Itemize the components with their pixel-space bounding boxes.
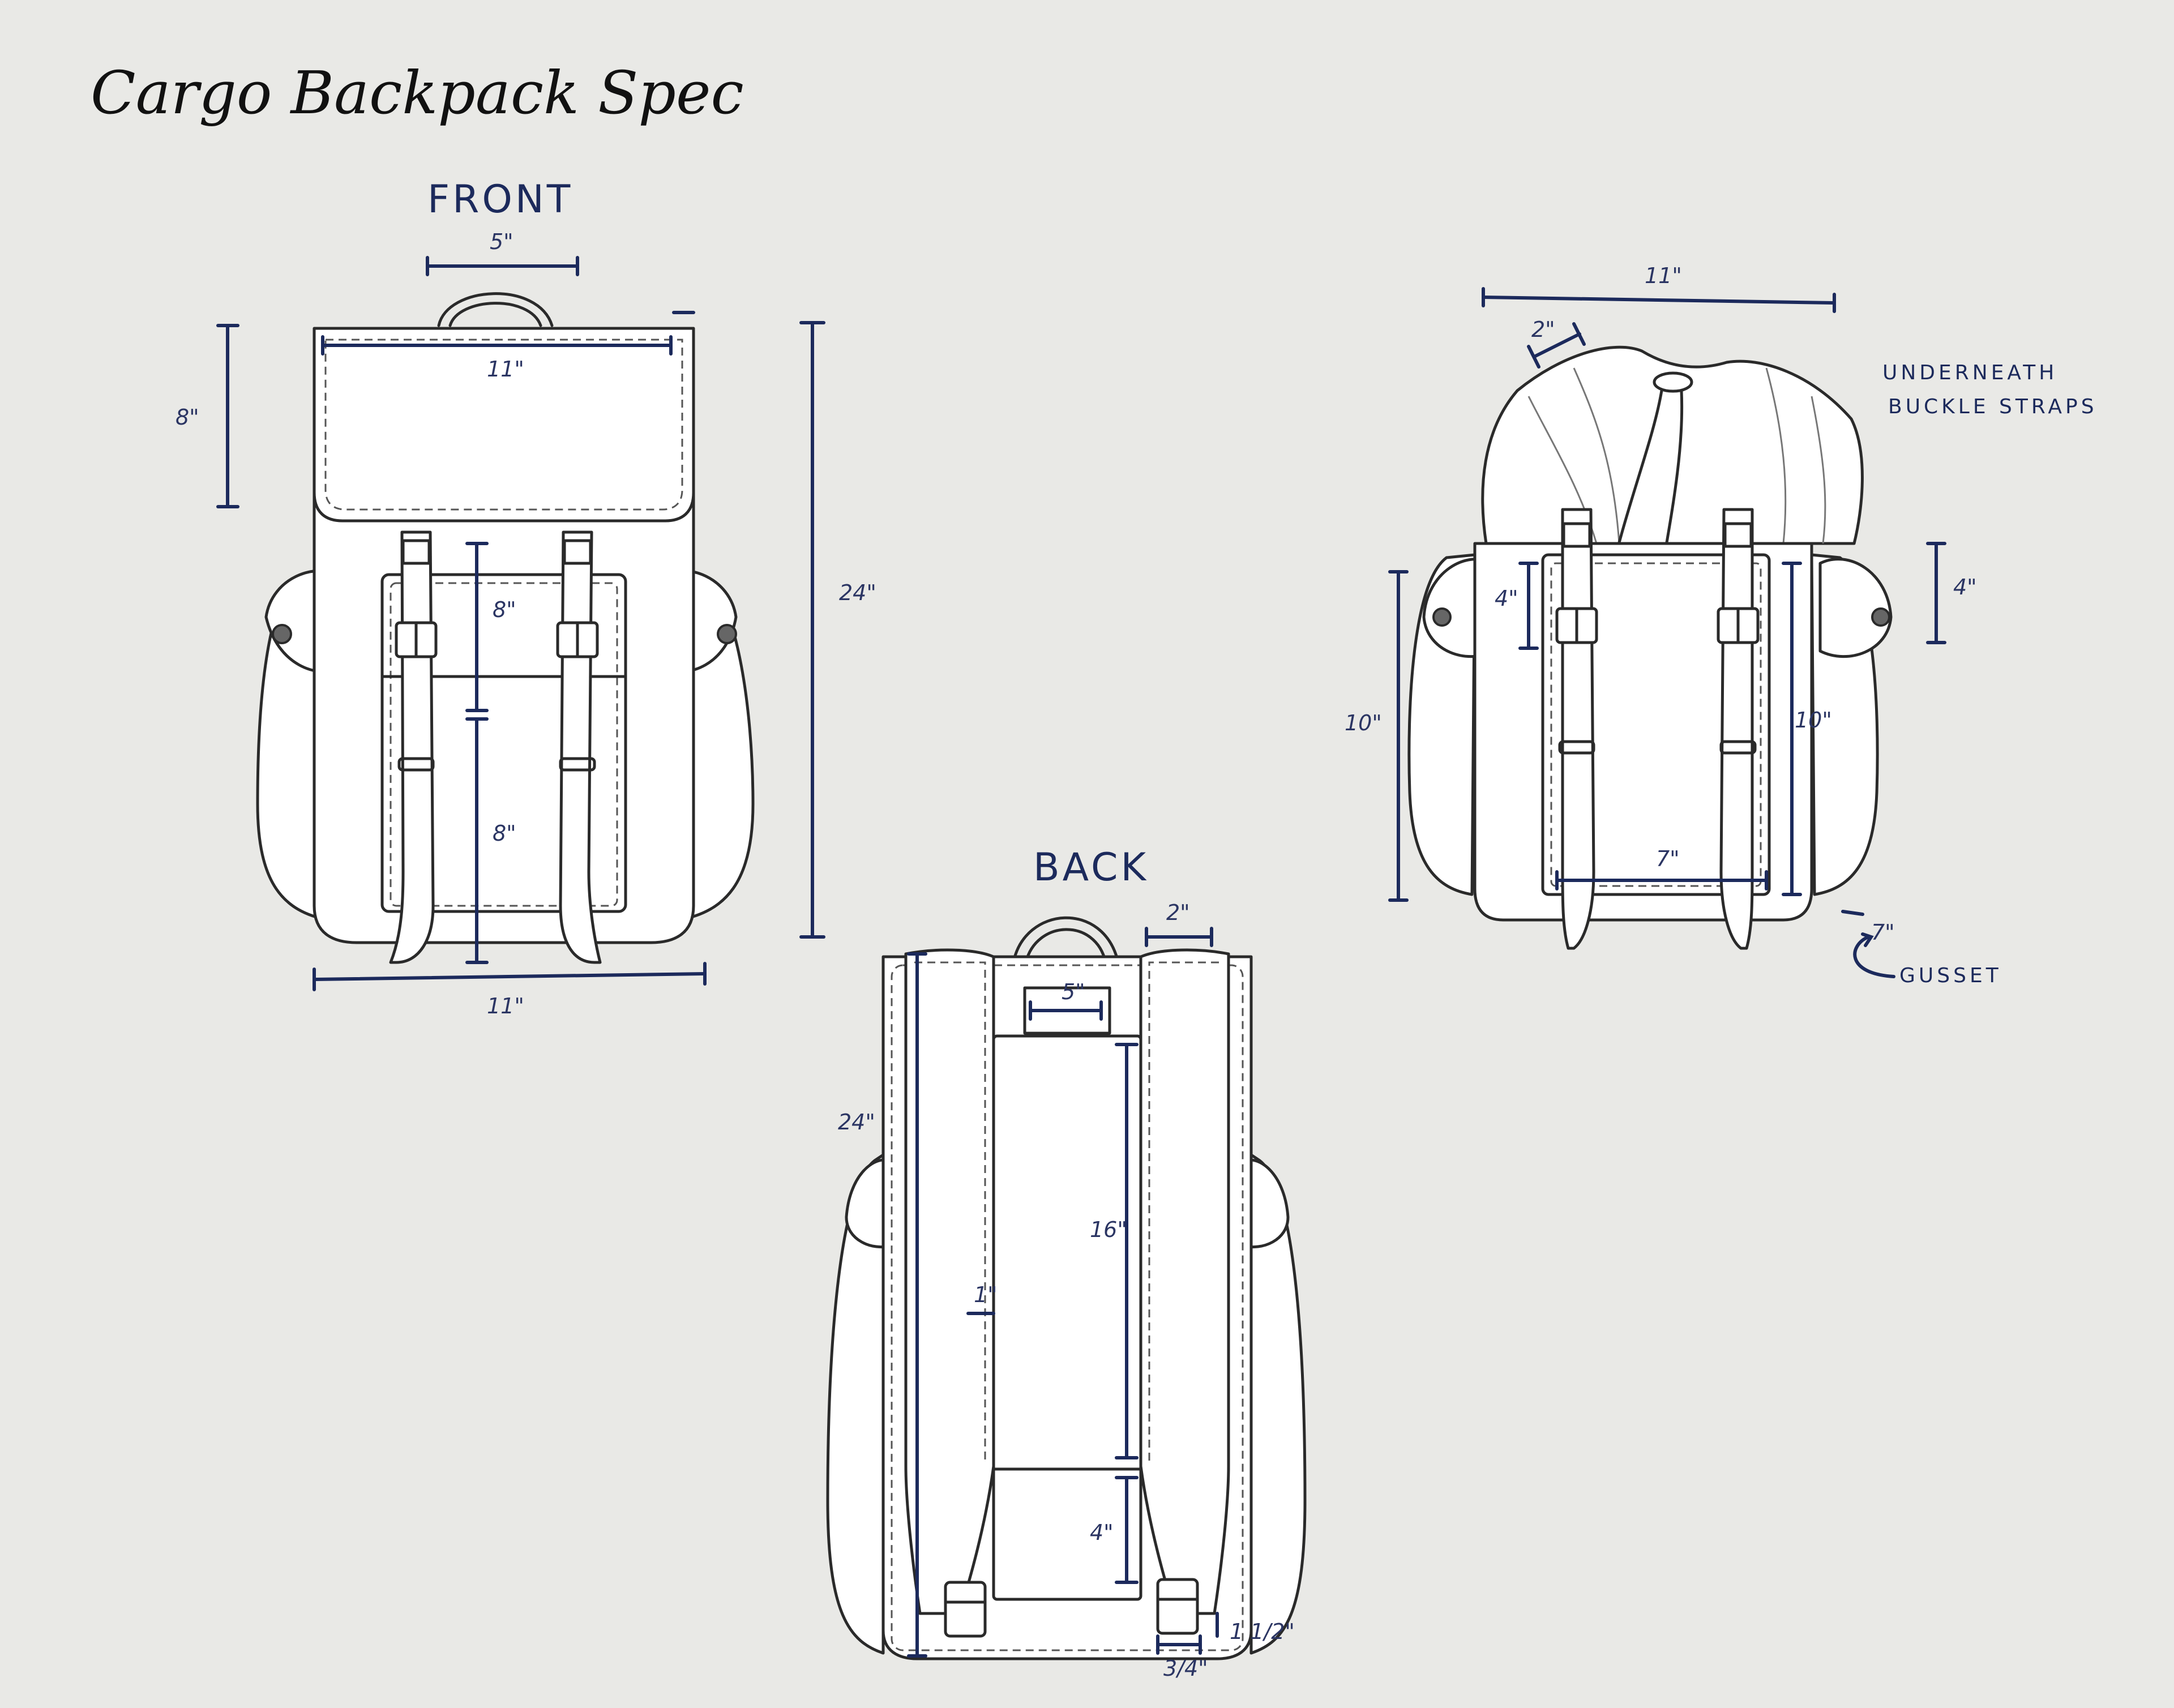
- open-dim-gusset-line: [1841, 910, 1864, 916]
- front-dim-base-line: [313, 972, 707, 981]
- front-heading: FRONT: [427, 177, 573, 222]
- front-left-keeper: [401, 539, 431, 565]
- front-dim-total-label: 24": [839, 580, 876, 605]
- open-dim-gusset-label: 7": [1871, 920, 1895, 945]
- back-dim-handle-label: 5": [1062, 979, 1085, 1004]
- back-view: BACK 2" 5": [826, 845, 1307, 1681]
- open-center-pocket: [1541, 553, 1771, 896]
- back-left-strap-tab: [944, 1581, 987, 1638]
- open-left-rivet: [1432, 607, 1452, 627]
- back-dim-strap-end-label: 1 1/2": [1230, 1619, 1295, 1644]
- open-fold-2: [1573, 367, 1620, 544]
- front-view: FRONT 5": [176, 177, 876, 1018]
- front-dim-flap-label: 11": [487, 357, 524, 382]
- open-gusset-arrowhead: [1861, 932, 1874, 947]
- back-left-shoulder-strap: [904, 948, 995, 1615]
- open-drawstring-grommet: [1653, 371, 1693, 393]
- front-pocket-stitch: [390, 582, 618, 907]
- open-left-loop: [1558, 740, 1595, 755]
- open-right-loop: [1719, 740, 1757, 755]
- open-dim-top-line: [1482, 296, 1836, 305]
- front-dim-base-label: 11": [487, 994, 524, 1018]
- open-left-strap: [1561, 508, 1595, 950]
- open-fold-3: [1765, 367, 1787, 544]
- open-dim-strap-right-label: 4": [1953, 575, 1977, 600]
- open-dim-side-label: 10": [1345, 710, 1382, 735]
- open-right-strap: [1719, 508, 1754, 950]
- open-note-line-2: BUCKLE STRAPS: [1888, 395, 2098, 418]
- open-fold-4: [1811, 396, 1826, 544]
- open-gusset-label: GUSSET: [1899, 964, 2002, 987]
- open-note-line-1: UNDERNEATH: [1882, 361, 2057, 384]
- front-left-loop: [397, 757, 435, 772]
- open-dim-body-label: 10": [1795, 708, 1832, 733]
- back-heading: BACK: [1033, 845, 1149, 890]
- back-dim-strap-edge-label: 1": [974, 1282, 998, 1307]
- front-right-keeper: [563, 539, 592, 565]
- open-dim-pocket-label: 7": [1656, 846, 1680, 871]
- front-center-pocket: [380, 573, 627, 913]
- open-dim-rim-tick-a: [1527, 345, 1540, 369]
- front-dim-handle-label: 5": [490, 229, 513, 254]
- front-right-loop: [559, 757, 596, 772]
- back-dim-tab-label: 3/4": [1163, 1656, 1208, 1681]
- back-body-stitch: [891, 964, 1244, 1651]
- back-handle: [1012, 916, 1120, 964]
- front-dim-flap-height-label: 8": [176, 405, 199, 430]
- front-dim-pocket-lower-label: 8": [493, 821, 516, 846]
- sheet-title: Cargo Backpack Spec: [91, 58, 744, 127]
- open-dim-rim-label: 2": [1531, 317, 1555, 342]
- open-right-rivet: [1871, 607, 1890, 627]
- back-dim-bottom-label: 4": [1090, 1520, 1114, 1545]
- front-left-rivet: [272, 624, 292, 644]
- open-pocket-stitch: [1550, 562, 1762, 887]
- open-dim-rim-line: [1533, 332, 1581, 358]
- back-right-shoulder-strap: [1139, 948, 1230, 1615]
- front-right-rivet: [717, 624, 737, 644]
- back-dim-panel-label: 16": [1090, 1217, 1127, 1242]
- back-right-strap-tab: [1156, 1578, 1199, 1635]
- back-handle-inner: [1024, 928, 1107, 964]
- back-dim-strap-label: 2": [1166, 900, 1190, 925]
- open-right-keeper: [1723, 522, 1753, 548]
- front-handle-inner: [448, 302, 542, 327]
- front-flap: [313, 327, 695, 523]
- back-dim-total-label: 24": [838, 1110, 875, 1135]
- open-dim-top-label: 11": [1645, 263, 1682, 288]
- back-left-strap-stitch: [914, 961, 986, 1461]
- open-right-pocket-flap: [1818, 558, 1893, 658]
- open-view: UNDERNEATH BUCKLE STRAPS 11" 2" 4" 4" 10…: [1345, 263, 2098, 987]
- open-left-keeper: [1562, 522, 1591, 548]
- front-handle: [437, 292, 554, 327]
- open-dim-strap-left-label: 4": [1495, 586, 1518, 611]
- back-right-strap-stitch: [1148, 961, 1220, 1461]
- front-dim-pocket-upper-label: 8": [493, 597, 516, 622]
- front-flap-stitch: [324, 339, 683, 511]
- open-gusset-arrow: [1853, 935, 1895, 978]
- open-dim-rim-tick-b: [1572, 322, 1586, 346]
